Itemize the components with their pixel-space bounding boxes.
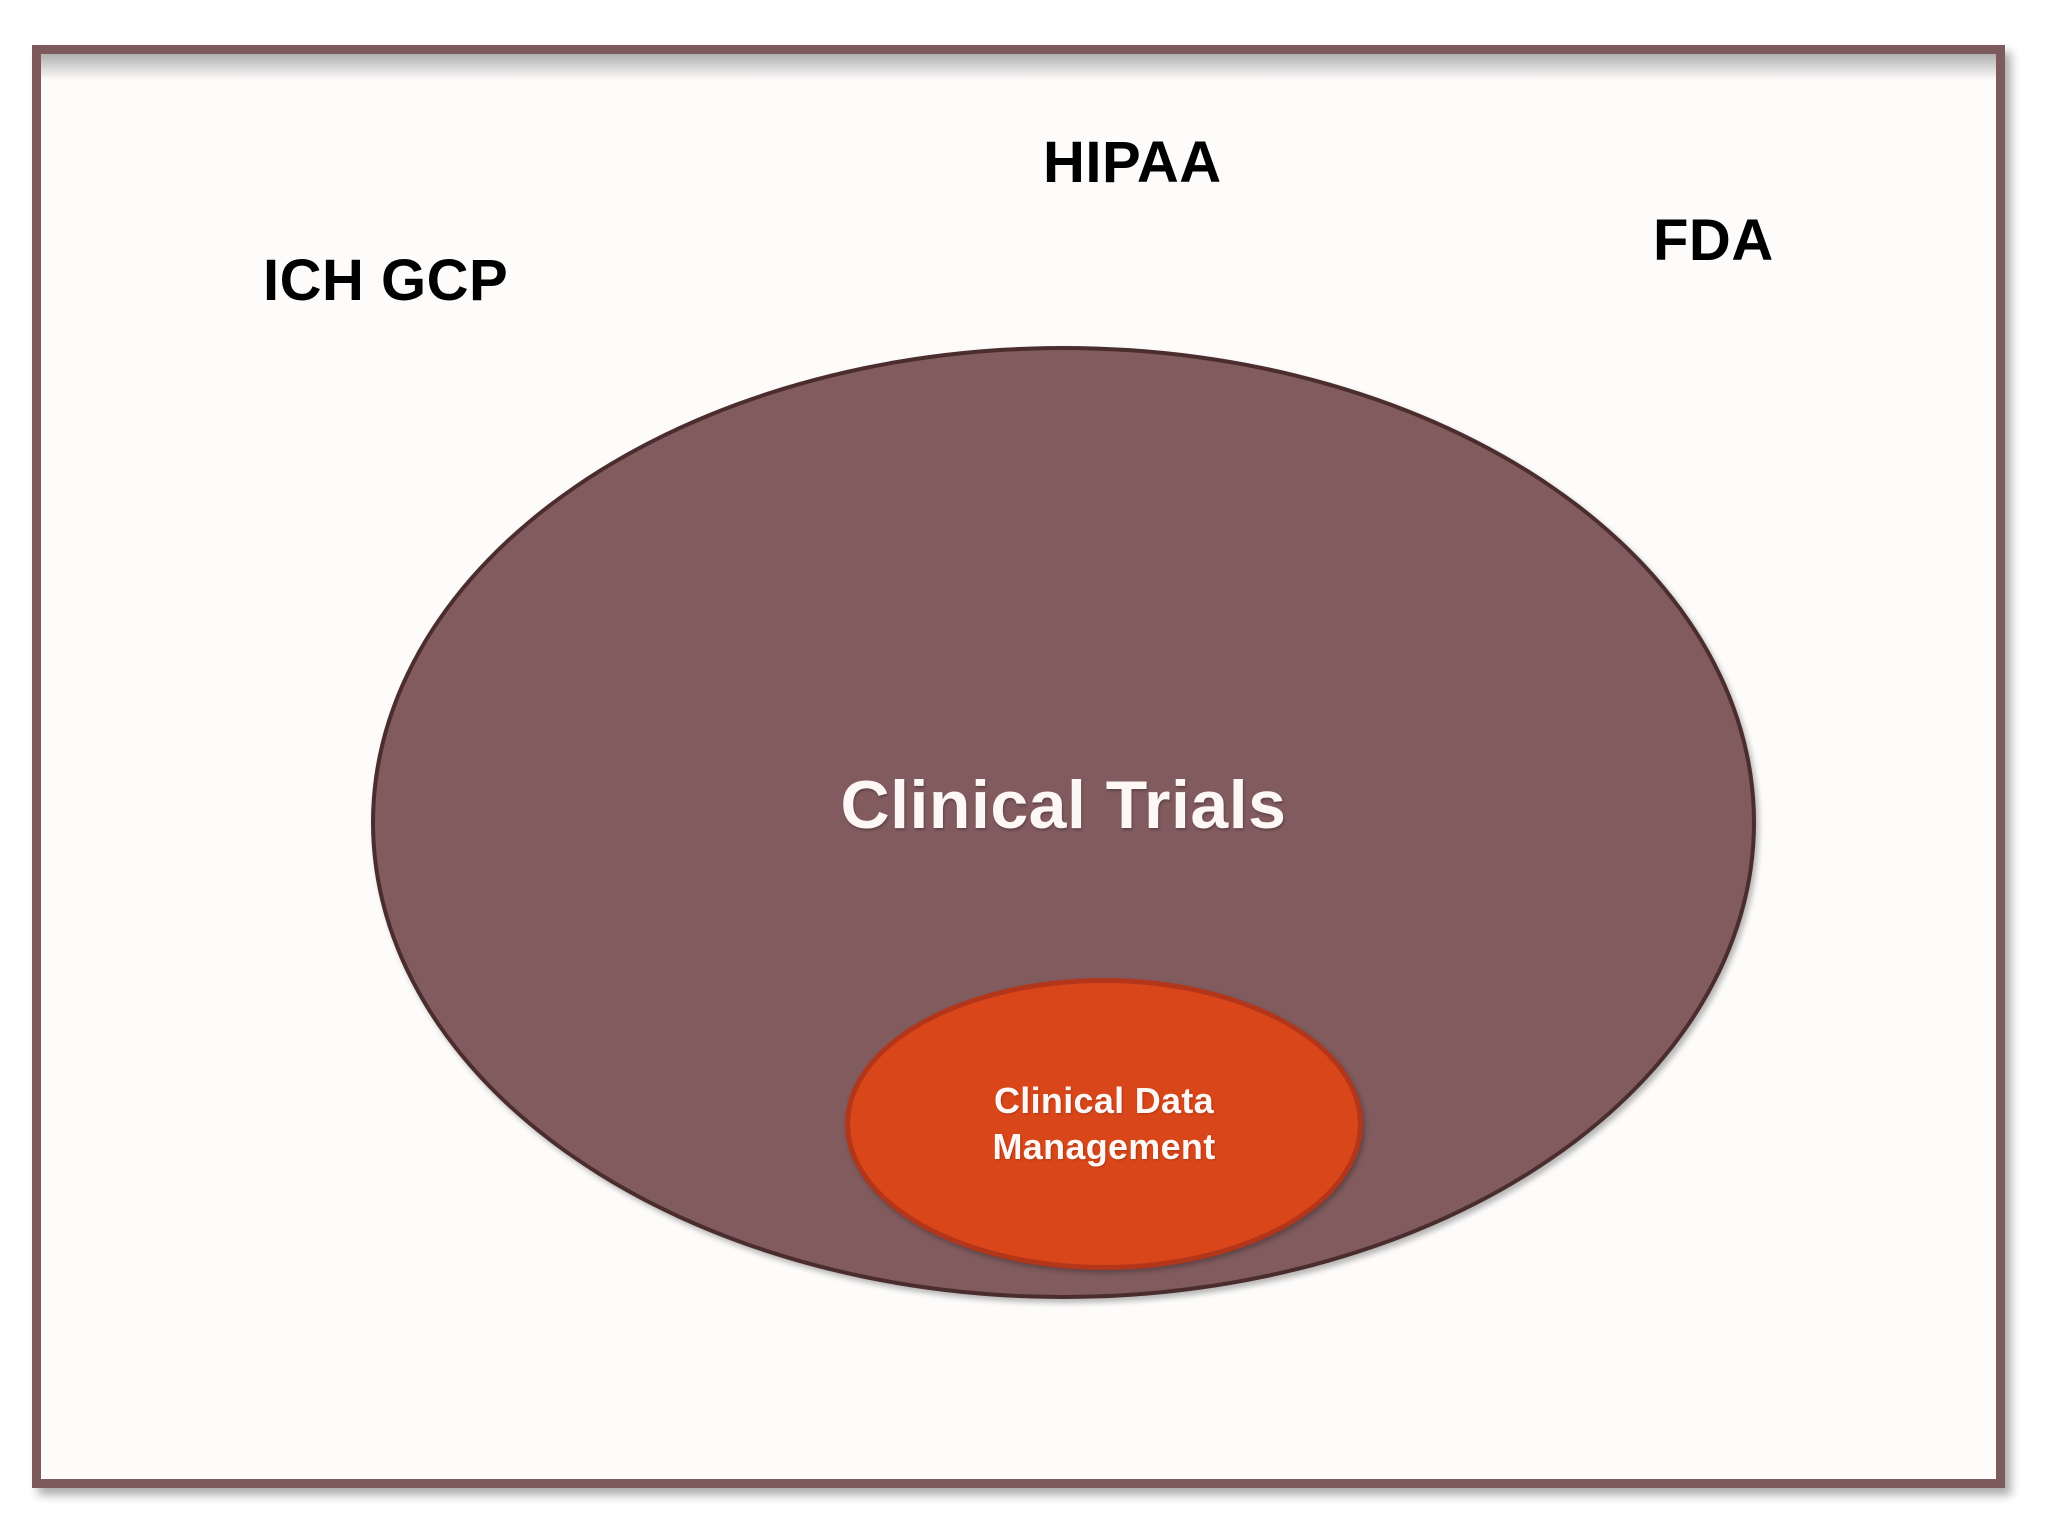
- ellipse-clinical-trials-label: Clinical Trials: [840, 767, 1287, 843]
- slide-frame: Clinical Trials Clinical Data Management: [32, 45, 2005, 1488]
- frame-inner-shadow: [41, 54, 1996, 80]
- ellipse-clinical-trials[interactable]: Clinical Trials Clinical Data Management: [371, 346, 1756, 1299]
- cdm-label-line-1: Clinical Data: [994, 1079, 1214, 1121]
- label-fda: FDA: [1653, 208, 1774, 273]
- ellipse-clinical-data-management-label: Clinical Data Management: [992, 1078, 1215, 1170]
- cdm-label-line-2: Management: [992, 1126, 1216, 1167]
- ellipse-clinical-data-management[interactable]: Clinical Data Management: [845, 978, 1363, 1270]
- label-hipaa: HIPAA: [1043, 130, 1222, 195]
- label-ich-gcp: ICH GCP: [263, 248, 509, 313]
